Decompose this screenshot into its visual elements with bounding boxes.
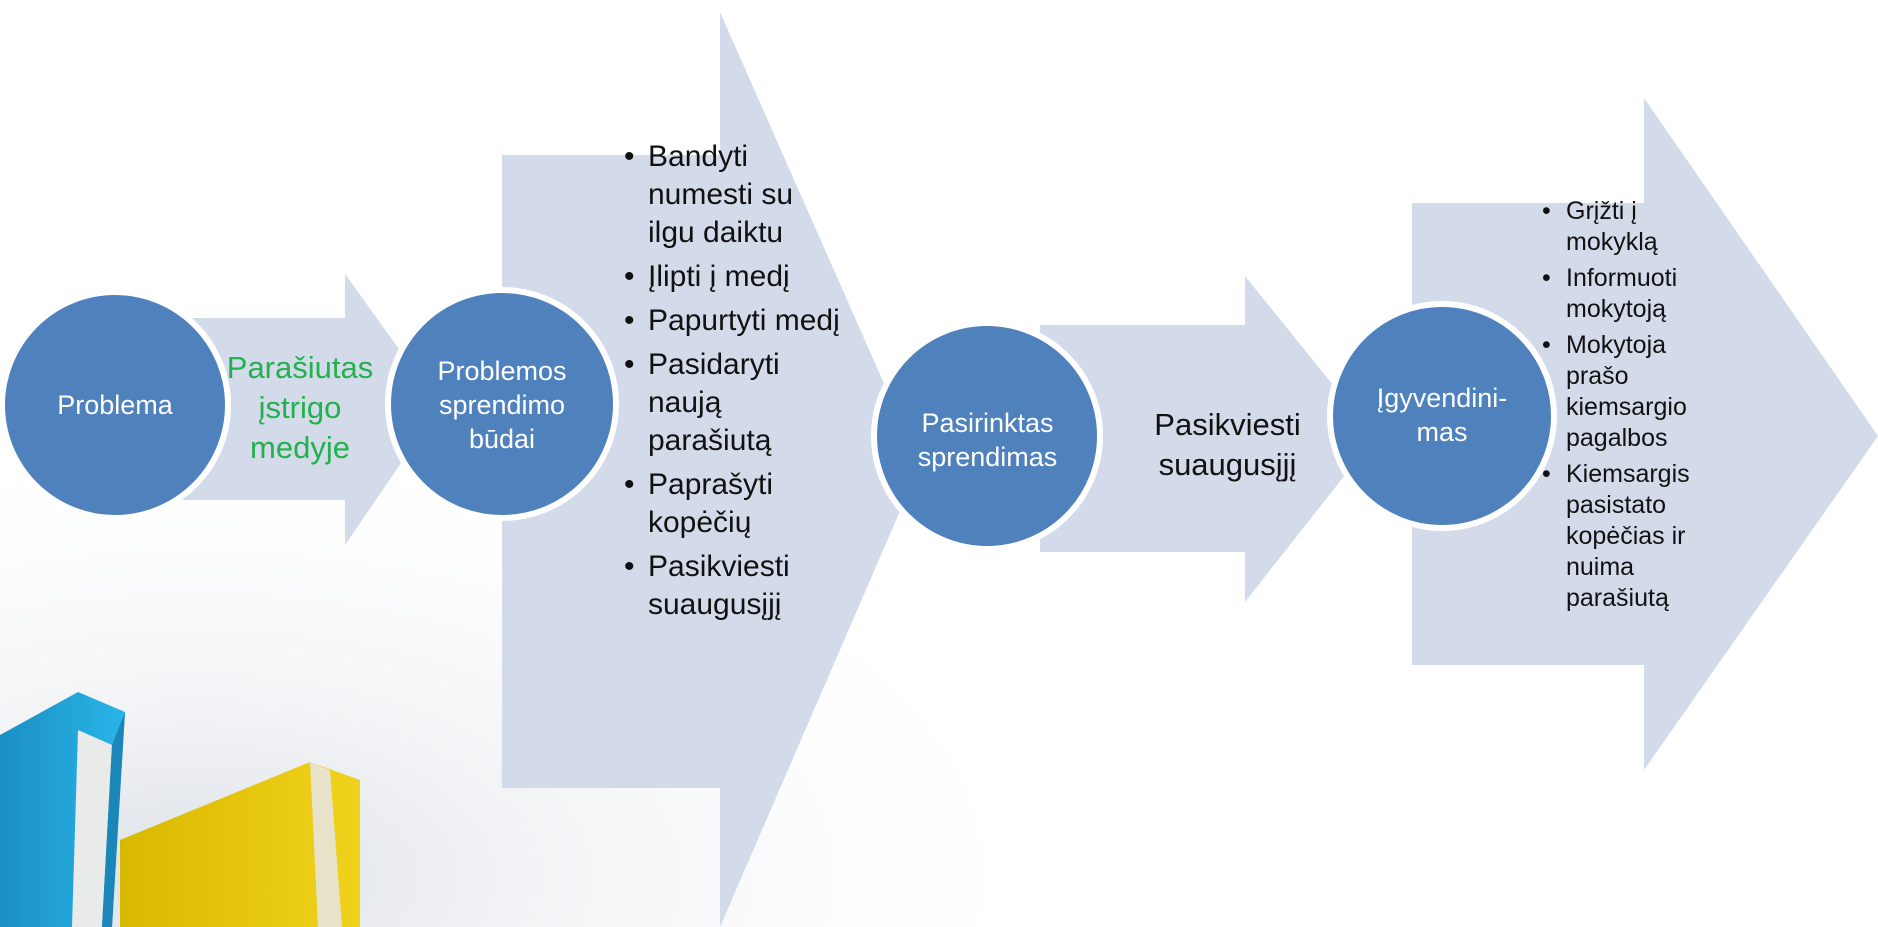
problem-label: Problema [57, 390, 173, 420]
list-item: Įlipti į medį [622, 258, 842, 296]
list-item: Pasidaryti naują parašiutą [622, 346, 842, 460]
books-illustration [0, 692, 360, 927]
chosen-detail-text: Pasikviesti suaugusįjį [1154, 407, 1301, 482]
yellow-book-cover [120, 762, 360, 927]
list-item: Pasikviesti suaugusįjį [622, 548, 842, 624]
blue-book-spine-edge [102, 712, 125, 927]
circle-chosen-solution [871, 320, 1103, 552]
chosen-solution-label: Pasirinktas sprendimas [917, 408, 1058, 472]
list-item: Kiemsargis pasistato kopėčias ir nuima p… [1540, 459, 1710, 614]
implementation-label: Įgyvendini- mas [1376, 383, 1508, 447]
circle-problem [0, 289, 231, 521]
problem-detail-text: Parašiutas įstrigo medyje [226, 349, 374, 465]
list-item: Informuoti mokytoją [1540, 263, 1710, 325]
arrow-chosen-solution [1040, 276, 1375, 602]
implementation-list: Grįžti į mokyklą Informuoti mokytoją Mok… [1540, 196, 1710, 619]
blue-book-pages [72, 730, 112, 927]
circle-solution-ways [385, 287, 619, 521]
solution-ways-label: Problemos sprendimo būdai [437, 356, 567, 454]
list-item: Mokytoja prašo kiemsargio pagalbos [1540, 330, 1710, 454]
solution-ways-list: Bandyti numesti su ilgu daiktu Įlipti į … [622, 138, 842, 630]
list-item: Paprašyti kopėčių [622, 466, 842, 542]
arrow-problem-detail [178, 274, 440, 545]
list-item: Grįžti į mokyklą [1540, 196, 1710, 258]
list-item: Bandyti numesti su ilgu daiktu [622, 138, 842, 252]
list-item: Papurtyti medį [622, 302, 842, 340]
yellow-book-pages [310, 762, 342, 927]
